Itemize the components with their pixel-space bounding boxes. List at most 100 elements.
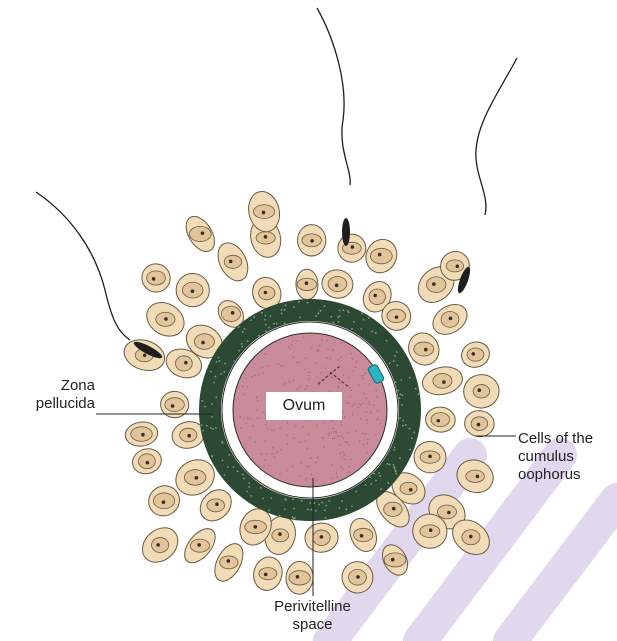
zona-speckle: [307, 302, 309, 304]
ovum-speckle: [287, 422, 289, 424]
ovum-speckle: [332, 428, 334, 430]
ovum-speckle: [293, 437, 295, 439]
zona-speckle: [224, 474, 226, 476]
ovum-speckle: [311, 347, 313, 349]
ovum-speckle: [339, 444, 341, 446]
ovum-speckle: [340, 421, 342, 423]
zona-speckle: [351, 328, 353, 330]
ovum-speckle: [376, 396, 378, 398]
ovum-speckle: [347, 432, 349, 434]
ovum-speckle: [368, 383, 370, 385]
ovum-speckle: [250, 437, 252, 439]
ovum-speckle: [265, 424, 267, 426]
ovum-speckle: [365, 411, 367, 413]
zona-speckle: [262, 498, 264, 500]
ovum-speckle: [324, 421, 326, 423]
ovum-speckle: [328, 434, 330, 436]
cell-nucleus: [369, 289, 385, 305]
ovum-speckle: [367, 423, 369, 425]
zona-speckle: [284, 309, 286, 311]
nucleolus: [456, 264, 460, 268]
ovum-speckle: [319, 345, 321, 347]
ovum-speckle: [257, 400, 259, 402]
ovum-speckle: [289, 381, 291, 383]
cumulus-cell: [345, 514, 381, 555]
ovum-speckle: [324, 367, 326, 369]
zona-speckle: [402, 425, 404, 427]
ovum-speckle: [329, 358, 331, 360]
ovum-speckle: [316, 457, 318, 459]
ovum-speckle: [305, 480, 307, 482]
ovum-speckle: [258, 374, 260, 376]
zona-speckle: [248, 482, 250, 484]
zona-speckle: [378, 472, 380, 474]
zona-speckle: [360, 328, 362, 330]
ovum-speckle: [243, 418, 245, 420]
zona-speckle: [369, 476, 371, 478]
zona-speckle: [396, 364, 398, 366]
zona-speckle: [224, 363, 226, 365]
zona-speckle: [238, 350, 240, 352]
zona-speckle: [253, 316, 255, 318]
ovum-speckle: [280, 449, 282, 451]
ovum-speckle: [284, 383, 286, 385]
nucleolus: [449, 317, 453, 321]
nucleolus: [264, 291, 268, 295]
ovum-speckle: [373, 404, 375, 406]
ovum-speckle: [267, 365, 269, 367]
zona-speckle: [315, 510, 317, 512]
zona-speckle: [415, 388, 417, 390]
ovum-speckle: [367, 438, 369, 440]
zona-speckle: [345, 508, 347, 510]
zona-speckle: [204, 406, 206, 408]
zona-speckle: [343, 309, 345, 311]
ovum-speckle: [339, 381, 341, 383]
zona-speckle: [338, 321, 340, 323]
nucleolus: [442, 380, 446, 384]
zona-speckle: [247, 340, 249, 342]
zona-speckle: [242, 331, 244, 333]
ovum-speckle: [298, 362, 300, 364]
zona-speckle: [210, 427, 212, 429]
zona-speckle: [409, 377, 411, 379]
ovum-speckle: [267, 428, 269, 430]
ovum-speckle: [340, 466, 342, 468]
nucleolus: [146, 461, 150, 465]
zona-speckle: [400, 379, 402, 381]
zona-speckle: [261, 312, 263, 314]
ovum-speckle: [330, 432, 332, 434]
ovum-speckle: [303, 336, 305, 338]
cumulus-cell: [458, 338, 493, 371]
ovum-speckle: [308, 371, 310, 373]
ovum-speckle: [336, 475, 338, 477]
ovum-speckle: [350, 459, 352, 461]
sperm-tail: [36, 192, 130, 340]
cell-nucleus: [370, 248, 392, 263]
zona-speckle: [399, 457, 401, 459]
ovum-speckle: [317, 351, 319, 353]
cell-nucleus: [433, 373, 452, 388]
ovum-speckle: [273, 429, 275, 431]
ovum-speckle: [361, 375, 363, 377]
ovum-speckle: [286, 434, 288, 436]
ovum-speckle: [366, 452, 368, 454]
nucleolus: [477, 388, 481, 392]
ovum-speckle: [271, 453, 273, 455]
cell-nucleus: [466, 470, 485, 482]
ovum-speckle: [368, 401, 370, 403]
zona-speckle: [330, 316, 332, 318]
zona-speckle: [284, 305, 286, 307]
zona-speckle: [270, 315, 272, 317]
ovum-speckle: [308, 378, 310, 380]
zona-speckle: [206, 425, 208, 427]
ovum-speckle: [297, 340, 299, 342]
ovum-speckle: [254, 375, 256, 377]
ovum-speckle: [288, 346, 290, 348]
ovum-speckle: [261, 453, 263, 455]
ovum-speckle: [295, 425, 297, 427]
cumulus-cell: [335, 231, 369, 265]
zona-speckle: [324, 305, 326, 307]
zona-speckle: [332, 322, 334, 324]
ovum-speckle: [300, 386, 302, 388]
zona-speckle: [389, 362, 391, 364]
